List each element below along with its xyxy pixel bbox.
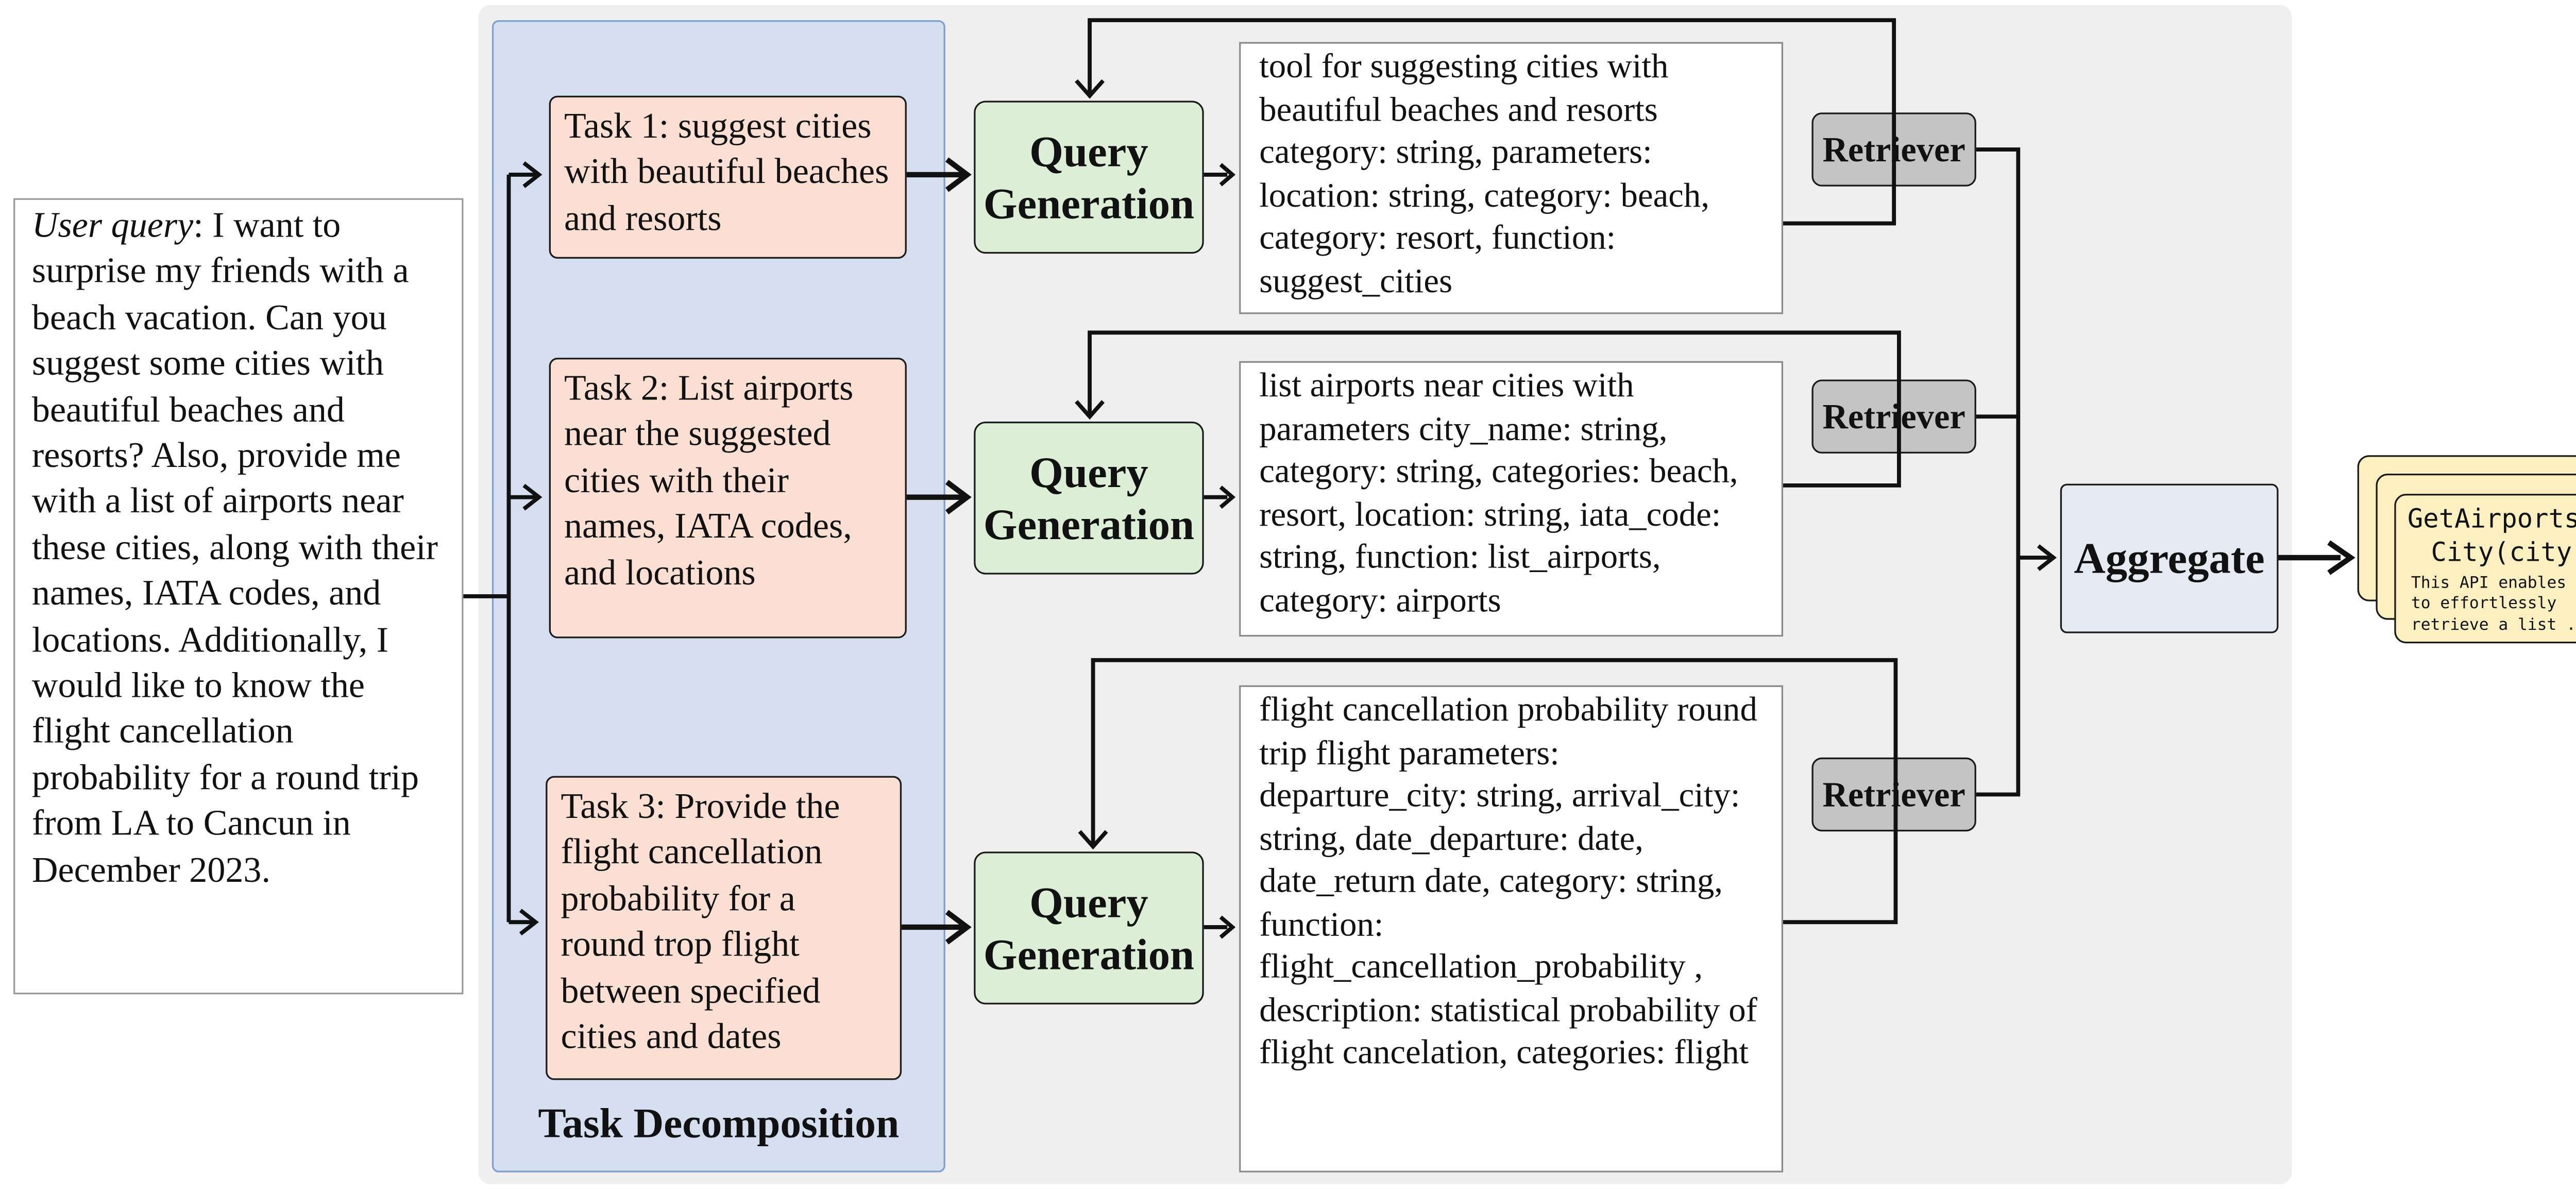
aggregate-box: Aggregate xyxy=(2060,483,2279,633)
query-generation-label-line2: Generation xyxy=(983,929,1195,979)
task-3-box: Task 3: Provide the flight cancellation … xyxy=(546,776,902,1080)
connector-retriever-1-to-aggregate xyxy=(1976,147,2021,797)
arrow-head-qgen-1 xyxy=(945,157,972,192)
query-generation-label-line1: Query xyxy=(1029,447,1148,497)
api-description-line: to effortlessly xyxy=(2411,595,2557,614)
feedback-arrow-head-1 xyxy=(1075,79,1105,99)
feedback-loop-2 xyxy=(1088,330,1901,488)
user-query-box: User query: I want to surprise my friend… xyxy=(13,198,464,995)
api-name-line1: GetAirportsBy xyxy=(2407,504,2576,534)
arrow-head-qgen-3 xyxy=(945,910,972,945)
api-description-line: This API enables you xyxy=(2411,574,2576,593)
feedback-loop-1 xyxy=(1088,18,1896,226)
user-query-label: User query xyxy=(31,205,194,245)
arrow-head-task-3 xyxy=(519,909,539,936)
generated-query-box-1: tool for suggesting cities with beautifu… xyxy=(1239,42,1784,314)
feedback-arrow-head-2 xyxy=(1075,400,1105,420)
api-name: GetAirportsByCity(city) xyxy=(2396,502,2576,569)
api-description-line: retrieve a list ... xyxy=(2411,616,2576,635)
query-generation-label-line1: Query xyxy=(1029,877,1148,927)
arrow-head-query-3 xyxy=(1219,915,1236,939)
query-generation-label-line2: Generation xyxy=(983,499,1195,549)
user-query-text: : I want to surprise my friends with a b… xyxy=(31,205,438,890)
arrow-head-query-2 xyxy=(1219,485,1236,509)
arrow-head-task-2 xyxy=(522,483,543,511)
api-result-card-front: GetAirportsByCity(city) This API enables… xyxy=(2394,494,2576,644)
arrow-head-aggregate xyxy=(2037,544,2057,571)
arrow-head-api xyxy=(2327,540,2355,575)
task-2-box: Task 2: List airports near the suggested… xyxy=(549,358,907,639)
retriever-box-2: Retriever xyxy=(1811,379,1976,454)
generated-query-box-2: list airports near cities with parameter… xyxy=(1239,361,1784,637)
arrow-head-task-1 xyxy=(522,161,543,188)
api-name-line2: City(city) xyxy=(2431,537,2576,568)
arrow-head-query-1 xyxy=(1219,163,1236,187)
arrow-head-qgen-2 xyxy=(945,480,972,515)
query-generation-label-line1: Query xyxy=(1029,127,1148,176)
query-generation-label-line2: Generation xyxy=(983,179,1195,228)
task-decomposition-label: Task Decomposition xyxy=(538,1101,900,1147)
feedback-loop-3 xyxy=(1091,658,1898,925)
task-1-box: Task 1: suggest cities with beautiful be… xyxy=(549,95,907,259)
api-description: This API enables you to effortlessly ret… xyxy=(2396,570,2576,637)
feedback-arrow-head-3 xyxy=(1078,830,1108,850)
generated-query-box-3: flight cancellation probability round tr… xyxy=(1239,685,1784,1173)
